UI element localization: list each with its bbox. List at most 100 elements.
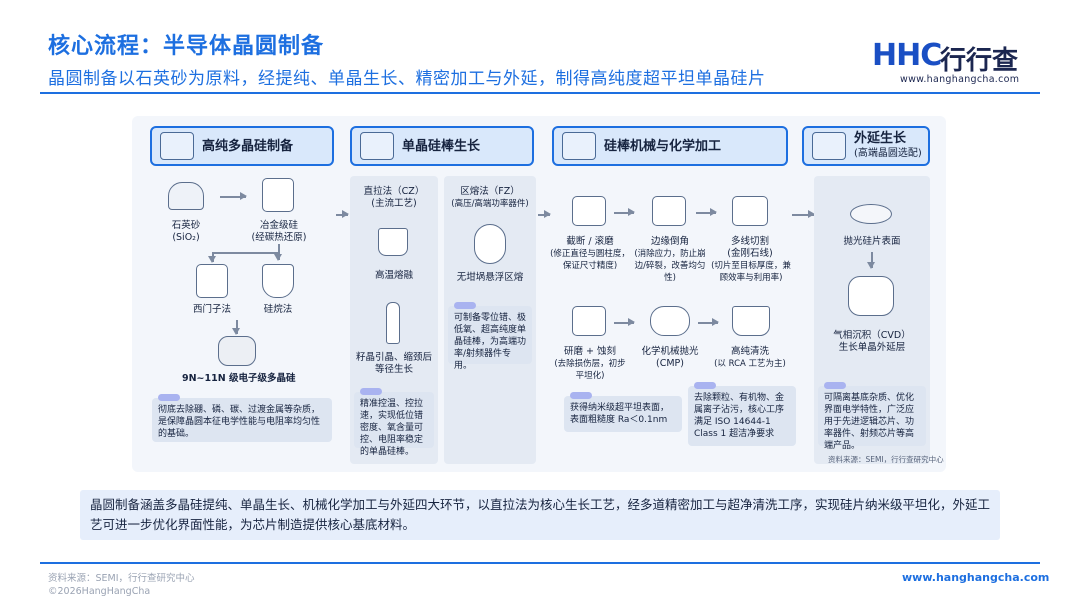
- fz-zone-label: 无坩埚悬浮区熔: [456, 272, 524, 283]
- stage-title: 硅棒机械与化学加工: [604, 138, 722, 154]
- flow-arrow: [275, 244, 281, 261]
- fz-note-text: 可制备零位错、极低氧、超高纯度单晶硅棒，为高端功率/射频器件专用。: [454, 313, 527, 371]
- silane-label: 硅烷法: [263, 304, 293, 315]
- flow-arrow: [696, 209, 717, 215]
- poly-label: 9N~11N 级电子级多晶硅: [182, 373, 296, 384]
- flow-arrow: [220, 193, 247, 199]
- footer-source: 资料来源：SEMI，行行查研究中心: [48, 573, 195, 584]
- note-bar: [454, 302, 476, 309]
- logo-mark: HHC: [872, 38, 942, 73]
- furnace-icon: [262, 178, 294, 212]
- stage-arrow: [538, 211, 551, 217]
- cmp-label: 化学机械抛光: [641, 346, 699, 357]
- grind-note: (去除损伤层，初步平坦化): [554, 359, 626, 381]
- stage-title: 单晶硅棒生长: [402, 138, 481, 154]
- stage-title: 外延生长 (高端晶圆选配): [854, 131, 922, 161]
- cvd-chamber-icon: [848, 276, 894, 316]
- cmp-sub: (CMP): [656, 358, 684, 369]
- polished-label: 抛光硅片表面: [843, 236, 901, 247]
- note-bar: [694, 382, 716, 389]
- edge-label: 边缘倒角: [650, 236, 689, 247]
- cmp-note-text: 获得纳米级超平坦表面，表面粗糙度 Ra＜0.1nm: [570, 403, 670, 425]
- stage-header-machining: 硅棒机械与化学加工: [552, 126, 788, 166]
- tools-icon: [562, 132, 596, 160]
- quartz-label: 石英砂: [171, 220, 201, 231]
- mg-si-label: 冶金级硅: [259, 220, 298, 231]
- grind-icon: [572, 306, 606, 336]
- edge-note: (消除应力，防止崩边/碎裂，改善均匀性): [634, 249, 706, 283]
- stage-arrow: [792, 211, 815, 217]
- flow-arrow: [868, 252, 874, 269]
- cut-note: (修正直径与圆柱度，保证尺寸精度): [550, 249, 630, 271]
- wafer-icon: [850, 204, 892, 224]
- test-tubes-icon: [196, 264, 228, 298]
- seed-label-2: 等径生长: [374, 364, 413, 375]
- chamfer-icon: [652, 196, 686, 226]
- crucible-icon: [378, 228, 408, 256]
- flow-arrow: [698, 319, 719, 325]
- cmp-pad-icon: [650, 306, 690, 336]
- note-bar: [570, 392, 592, 399]
- process-diagram: 高纯多晶硅制备 单晶硅棒生长 硅棒机械与化学加工 外延生长 (高端晶圆选配) 石英…: [132, 116, 946, 472]
- clean-note: (以 RCA 工艺为主): [714, 359, 786, 369]
- melt-label: 高温熔融: [374, 270, 413, 281]
- wire-saw-icon: [732, 196, 768, 226]
- company-logo[interactable]: HHC 行行查 www.hanghangcha.com: [872, 38, 1042, 86]
- epi-reactor-icon: [812, 132, 846, 160]
- cz-label: 直拉法（CZ）: [363, 186, 425, 197]
- stage-header-crystal-growth: 单晶硅棒生长: [350, 126, 534, 166]
- flow-arrow: [209, 252, 215, 263]
- logo-url: www.hanghangcha.com: [900, 74, 1020, 85]
- header-divider: [40, 92, 1040, 94]
- stage-arrow: [336, 211, 349, 217]
- stage1-note: 彻底去除硼、磷、碳、过渡金属等杂质，是保障晶圆本征电学性能与电阻率均匀性的基础。: [152, 394, 332, 442]
- clean-box-text: 去除颗粒、有机物、金属离子沾污，核心工序满足 ISO 14644-1 Class…: [694, 393, 785, 439]
- note-bar: [824, 382, 846, 389]
- flow-arrow: [233, 320, 239, 335]
- quartz-icon: [168, 182, 204, 210]
- saw-label: 多线切割: [730, 236, 769, 247]
- flow-arrow: [614, 209, 635, 215]
- summary-box: 晶圆制备涵盖多晶硅提纯、单晶生长、机械化学加工与外延四大环节，以直拉法为核心生长…: [80, 490, 1000, 540]
- clean-box: 去除颗粒、有机物、金属离子沾污，核心工序满足 ISO 14644-1 Class…: [688, 382, 796, 446]
- note-bar: [360, 388, 382, 395]
- page-subtitle: 晶圆制备以石英砂为原料，经提纯、单晶生长、精密加工与外延，制得高纯度超平坦单晶硅…: [48, 69, 766, 89]
- polysilicon-icon: [160, 132, 194, 160]
- saw-sub: (金刚石线): [727, 248, 773, 259]
- flow-arrow: [614, 319, 635, 325]
- epitaxy-note-text: 可隔离基底杂质、优化界面电学特性，广泛应用于先进逻辑芯片、功率器件、射频芯片等高…: [824, 393, 915, 451]
- quartz-formula: (SiO₂): [172, 232, 200, 243]
- siemens-label: 西门子法: [192, 304, 231, 315]
- clean-tank-icon: [732, 306, 770, 336]
- saw-blade-icon: [572, 196, 606, 226]
- cz-sub: (主流工艺): [371, 198, 417, 209]
- note-bar: [158, 394, 180, 401]
- fz-coil-icon: [474, 224, 506, 264]
- cmp-note: 获得纳米级超平坦表面，表面粗糙度 Ra＜0.1nm: [564, 392, 682, 432]
- fz-label: 区熔法（FZ）: [460, 186, 520, 197]
- cut-label: 截断 / 滚磨: [566, 236, 614, 247]
- saw-note: (切片至目标厚度，兼顾效率与利用率): [711, 261, 791, 283]
- polysilicon-chunk-icon: [218, 336, 256, 366]
- stage-title-text: 外延生长: [854, 131, 907, 146]
- stage-title: 高纯多晶硅制备: [202, 138, 294, 154]
- crystal-puller-icon: [360, 132, 394, 160]
- seed-label: 籽晶引晶、缩颈后: [355, 352, 432, 363]
- cvd-label-2: 生长单晶外延层: [838, 342, 906, 353]
- cz-note-text: 精准控温、控拉速，实现低位错密度、氧含量可控、电阻率稳定的单晶硅棒。: [360, 399, 424, 457]
- mg-si-note: (经碳热还原): [251, 232, 307, 243]
- stage-header-epitaxy: 外延生长 (高端晶圆选配): [802, 126, 930, 166]
- footer-divider: [40, 562, 1040, 564]
- fz-sub: (高压/高端功率器件): [451, 199, 529, 209]
- branch-line: [212, 252, 278, 254]
- ingot-icon: [386, 302, 400, 344]
- flask-icon: [262, 264, 294, 298]
- stage-header-polysilicon: 高纯多晶硅制备: [150, 126, 334, 166]
- cz-note: 精准控温、控拉速，实现低位错密度、氧含量可控、电阻率稳定的单晶硅棒。: [354, 388, 434, 457]
- footer-url[interactable]: www.hanghangcha.com: [902, 571, 1050, 584]
- logo-name: 行行查: [940, 46, 1019, 76]
- fz-note: 可制备零位错、极低氧、超高纯度单晶硅棒，为高端功率/射频器件专用。: [448, 302, 532, 371]
- grind-label: 研磨 + 蚀刻: [564, 346, 616, 357]
- stage-subtitle: (高端晶圆选配): [854, 148, 922, 159]
- stage1-note-text: 彻底去除硼、磷、碳、过渡金属等杂质，是保障晶圆本征电学性能与电阻率均匀性的基础。: [158, 405, 321, 439]
